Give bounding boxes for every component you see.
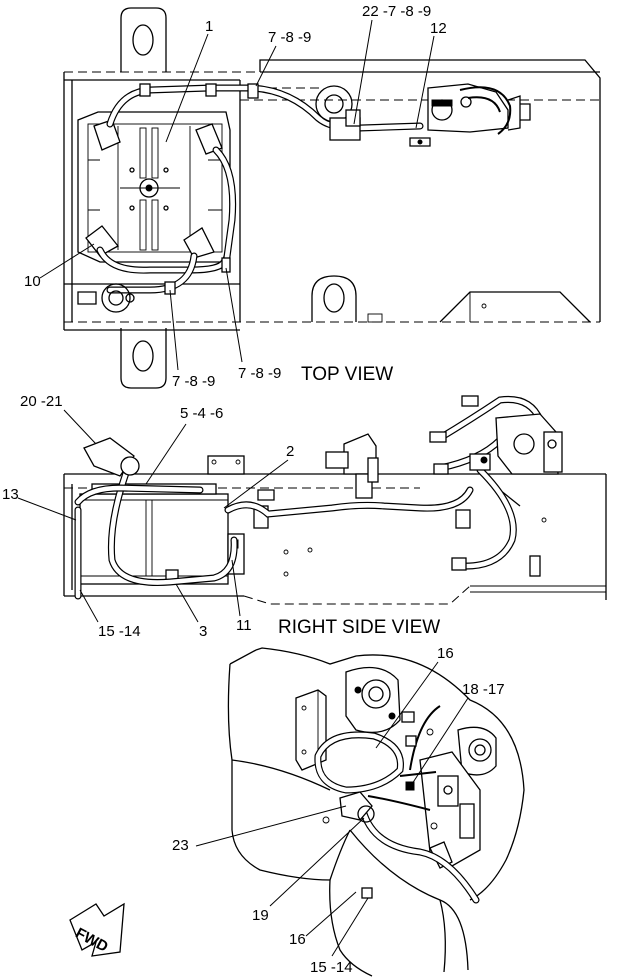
forward-direction-arrow: FWD xyxy=(69,902,125,957)
callout-part-11: 11 xyxy=(236,617,252,634)
callout-parts-7-8-9-right: 7 -8 -9 xyxy=(238,365,281,382)
right-side-view-title: RIGHT SIDE VIEW xyxy=(278,617,440,638)
callout-parts-20-21: 20 -21 xyxy=(20,393,63,410)
callout-parts-5-4-6: 5 -4 -6 xyxy=(180,405,223,422)
callout-parts-7-8-9-upper: 7 -8 -9 xyxy=(268,29,311,46)
callout-part-19: 19 xyxy=(252,907,269,924)
top-view-drawing xyxy=(63,7,601,389)
right-side-view-callouts: 20 -21 5 -4 -6 2 13 15 -14 3 11 RIGHT SI… xyxy=(2,393,440,640)
callout-part-1: 1 xyxy=(205,18,213,35)
top-view-title: TOP VIEW xyxy=(301,364,393,385)
right-side-view-drawing xyxy=(63,395,607,605)
callout-parts-15-14-iso: 15 -14 xyxy=(310,959,353,976)
callout-part-13: 13 xyxy=(2,486,19,503)
callout-part-16-upper: 16 xyxy=(437,645,454,662)
callout-parts-15-14-side: 15 -14 xyxy=(98,623,141,640)
callout-part-10: 10 xyxy=(24,273,41,290)
callout-parts-7-8-9-left: 7 -8 -9 xyxy=(172,373,215,390)
callout-part-23: 23 xyxy=(172,837,189,854)
callout-part-16-lower: 16 xyxy=(289,931,306,948)
callout-part-12: 12 xyxy=(430,20,447,37)
isometric-view-drawing xyxy=(227,647,525,977)
callout-parts-22-7-8-9: 22 -7 -8 -9 xyxy=(362,3,431,20)
isometric-view-callouts: 16 18 -17 23 19 16 15 -14 xyxy=(172,645,505,976)
callout-parts-18-17: 18 -17 xyxy=(462,681,505,698)
top-view-callouts: 1 7 -8 -9 22 -7 -8 -9 12 10 7 -8 -9 7 -8… xyxy=(24,3,447,390)
callout-part-2: 2 xyxy=(286,443,294,460)
callout-part-3: 3 xyxy=(199,623,207,640)
